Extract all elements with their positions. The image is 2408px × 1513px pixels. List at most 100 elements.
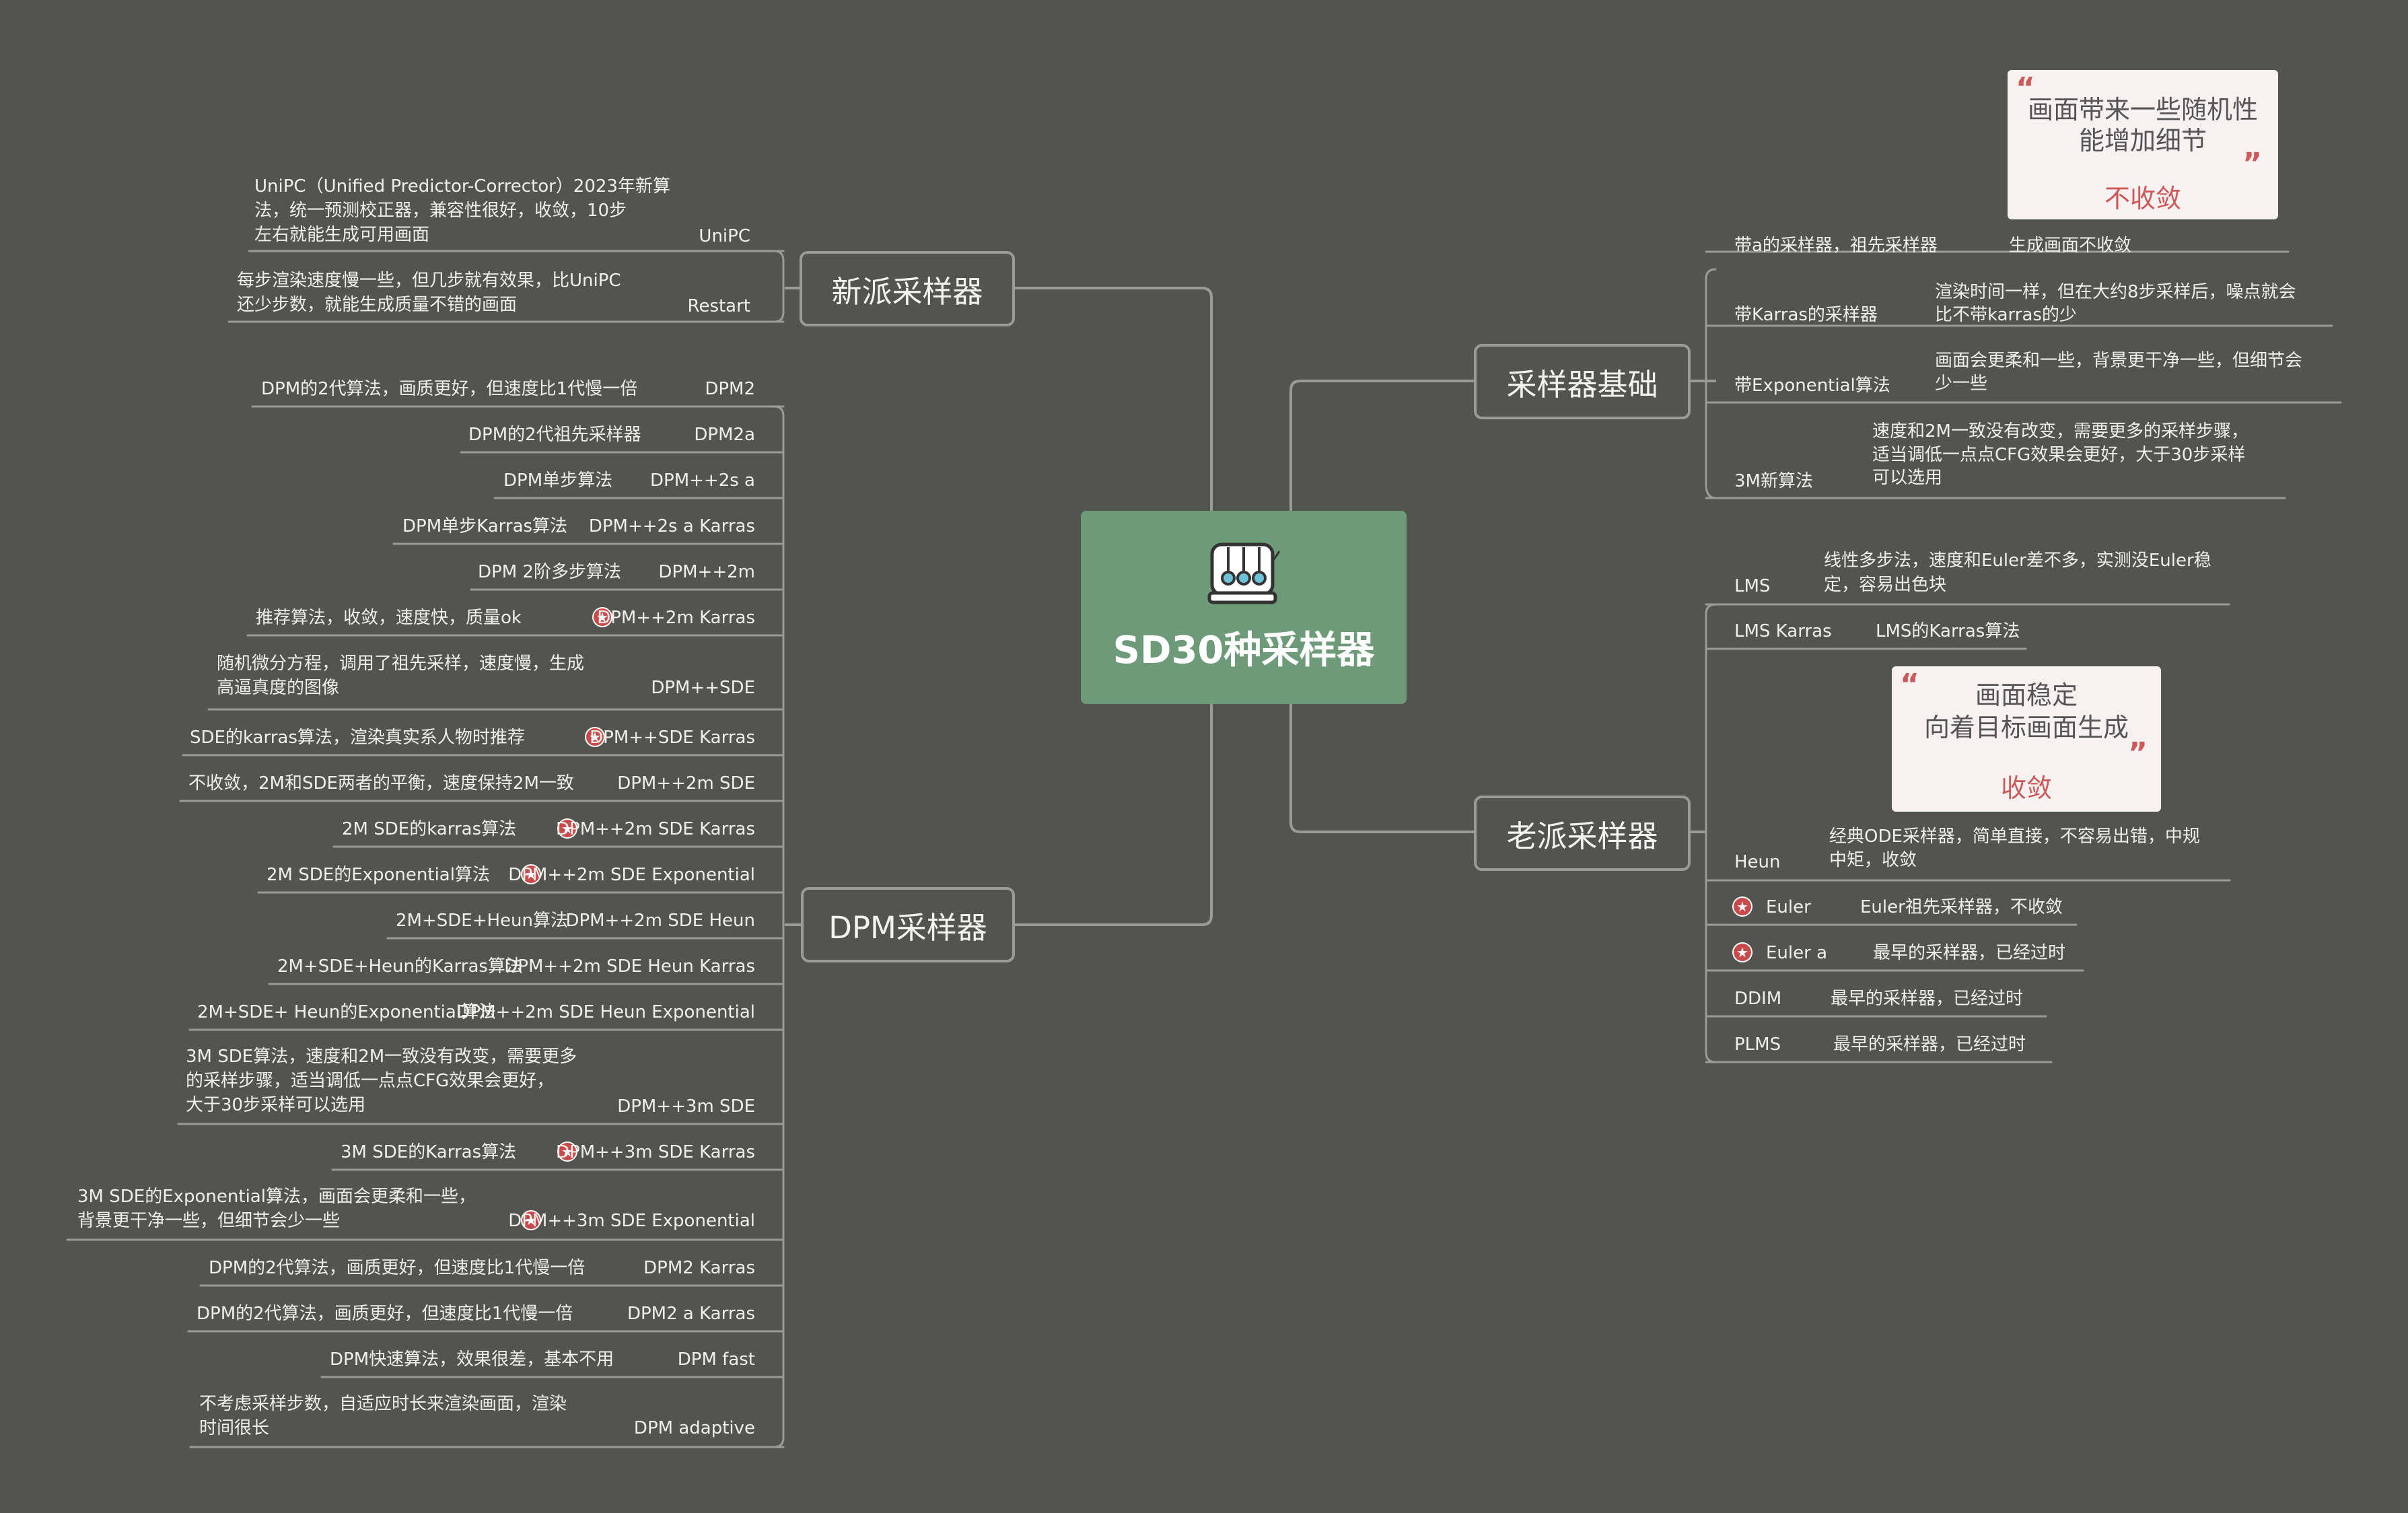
dpm-item-desc: 不收敛，2M和SDE两者的平衡，速度保持2M一致 xyxy=(188,773,574,794)
dpm-item-desc: DPM的2代算法，画质更好，但速度比1代慢一倍 xyxy=(261,379,638,399)
dpm-item-label: DPM++2m xyxy=(658,562,755,582)
branch-dpm[interactable]: DPM采样器 xyxy=(801,887,1015,962)
dpm-item-desc: 大于30步采样可以选用 xyxy=(186,1095,366,1115)
old-item-label: LMS xyxy=(1734,576,1771,596)
basics-item-desc: 可以选用 xyxy=(1872,468,1943,488)
old-item-desc: 最早的采样器，已经过时 xyxy=(1831,989,2024,1009)
dpm-item-label: DPM fast xyxy=(677,1349,755,1370)
dpm-item-desc: 3M SDE算法，速度和2M一致没有改变，需要更多 xyxy=(186,1047,577,1067)
dpm-item-label: DPM2 a Karras xyxy=(627,1304,755,1324)
connector-segment xyxy=(773,405,785,1448)
dpm-item-desc: 2M SDE的karras算法 xyxy=(342,819,517,839)
connector-segment xyxy=(1705,268,1717,499)
quote-open-icon: “ xyxy=(1900,668,1919,702)
dpm-item-label: DPM++3m SDE Karras xyxy=(556,1142,755,1162)
dpm-item-desc: 2M+SDE+ Heun的Exponential算法 xyxy=(197,1002,497,1022)
dpm-item-label: DPM++2s a Karras xyxy=(588,516,755,536)
dpm-item-label: DPM++3m SDE Exponential xyxy=(508,1211,755,1231)
dpm-item-desc: 高逼真度的图像 xyxy=(217,678,340,698)
old-item-label: DDIM xyxy=(1734,989,1782,1009)
old-item-desc: 中矩，收敛 xyxy=(1829,850,1917,870)
star-icon: ★ xyxy=(557,818,577,839)
dpm-item-label: DPM++2s a xyxy=(650,470,755,491)
connector-segment xyxy=(1289,380,1474,511)
basics-item-label: 带Karras的采样器 xyxy=(1734,305,1878,325)
new-item-label: Restart xyxy=(687,296,750,316)
quote-close-icon: ” xyxy=(2128,736,2148,771)
old-item-label: PLMS xyxy=(1734,1034,1781,1055)
dpm-item-desc: 不考虑采样步数，自适应时长来渲染画面，渲染 xyxy=(199,1394,567,1414)
star-icon: ★ xyxy=(521,1210,541,1230)
dpm-item-label: DPM2a xyxy=(694,425,755,445)
dpm-item-label: DPM++2m SDE Heun Karras xyxy=(504,956,755,977)
dpm-item-label: DPM++SDE xyxy=(651,678,755,698)
new-item-desc: 法，统一预测校正器，兼容性很好，收敛，10步 xyxy=(254,201,627,221)
connector-segment xyxy=(1015,287,1213,511)
old-item-label: Euler xyxy=(1766,897,1811,917)
quote-line-1: 画面稳定 xyxy=(1975,680,2078,710)
basics-item-desc: 生成画面不收敛 xyxy=(2009,236,2132,256)
dpm-item-label: DPM++2m SDE Heun xyxy=(565,911,755,931)
old-item-desc: 最早的采样器，已经过时 xyxy=(1873,943,2066,963)
connector-segment xyxy=(1289,704,1474,833)
dpm-item-label: DPM2 xyxy=(705,379,755,399)
dpm-item-desc: DPM的2代祖先采样器 xyxy=(468,425,641,445)
star-icon: ★ xyxy=(1732,942,1752,962)
dpm-item-desc: 3M SDE的Exponential算法，画面会更柔和一些， xyxy=(77,1187,476,1207)
central-title: SD30种采样器 xyxy=(1112,629,1375,672)
dpm-item-desc: DPM单步算法 xyxy=(503,470,613,491)
dpm-item-label: DPM++2m SDE Exponential xyxy=(508,865,755,885)
old-item-desc: 定，容易出色块 xyxy=(1824,575,1947,595)
star-icon: ★ xyxy=(592,607,612,627)
basics-item-desc: 渲染时间一样，但在大约8步采样后，噪点就会 xyxy=(1935,282,2296,302)
connector-segment xyxy=(1015,704,1213,926)
dpm-item-desc: 2M SDE的Exponential算法 xyxy=(267,865,490,885)
old-item-label: Euler a xyxy=(1766,943,1828,963)
star-icon: ★ xyxy=(1732,896,1752,917)
dpm-item-label: DPM2 Karras xyxy=(643,1258,755,1278)
central-topic[interactable]: SD30种采样器 xyxy=(1081,511,1407,704)
new-item-desc: UniPC（Unified Predictor-Corrector）2023年新… xyxy=(254,176,670,197)
star-icon: ★ xyxy=(585,727,605,747)
quote-line-1: 画面带来一些随机性 xyxy=(2027,95,2258,125)
dpm-item-label: DPM++2m SDE xyxy=(617,773,755,794)
dpm-item-label: DPM++3m SDE xyxy=(617,1096,755,1117)
dpm-item-desc: 2M+SDE+Heun的Karras算法 xyxy=(277,956,523,977)
quote-line-2: 向着目标画面生成 xyxy=(1923,713,2129,742)
basics-item-desc: 速度和2M一致没有改变，需要更多的采样步骤， xyxy=(1872,421,2248,442)
basics-item-desc: 适当调低一点点CFG效果会更好，大于30步采样 xyxy=(1872,445,2246,465)
branch-basics[interactable]: 采样器基础 xyxy=(1474,344,1691,419)
old-item-desc: 最早的采样器，已经过时 xyxy=(1833,1034,2026,1055)
quote-card-basics: “ 画面带来一些随机性 能增加细节 ” 不收敛 xyxy=(2008,70,2278,219)
quote-open-icon: “ xyxy=(2016,71,2035,106)
old-item-desc: Euler祖先采样器，不收敛 xyxy=(1860,897,2063,917)
dpm-item-desc: 背景更干净一些，但细节会少一些 xyxy=(77,1211,341,1231)
quote-card-old: “ 画面稳定 向着目标画面生成 ” 收敛 xyxy=(1892,666,2161,812)
dpm-item-desc: 的采样步骤，适当调低一点点CFG效果会更好， xyxy=(186,1071,555,1091)
dpm-item-label: DPM++2m SDE Heun Exponential xyxy=(456,1002,755,1022)
dpm-item-label: DPM adaptive xyxy=(633,1418,755,1438)
dpm-item-desc: 3M SDE的Karras算法 xyxy=(341,1142,517,1162)
dpm-item-desc: 时间很长 xyxy=(199,1418,270,1438)
dpm-item-desc: DPM单步Karras算法 xyxy=(402,516,568,536)
basics-item-desc: 画面会更柔和一些，背景更干净一些，但细节会 xyxy=(1935,351,2303,371)
new-item-desc: 还少步数，就能生成质量不错的画面 xyxy=(237,295,518,315)
newtons-cradle-icon xyxy=(1207,542,1281,604)
dpm-item-desc: DPM 2阶多步算法 xyxy=(478,562,621,582)
basics-item-desc: 少一些 xyxy=(1935,374,1988,394)
dpm-item-desc: DPM的2代算法，画质更好，但速度比1代慢一倍 xyxy=(209,1258,586,1278)
new-item-label: UniPC xyxy=(699,226,750,246)
dpm-item-desc: DPM的2代算法，画质更好，但速度比1代慢一倍 xyxy=(197,1304,573,1324)
branch-old[interactable]: 老派采样器 xyxy=(1474,796,1691,871)
old-item-desc: 线性多步法，速度和Euler差不多，实测没Euler稳 xyxy=(1824,551,2211,571)
old-item-desc: 经典ODE采样器，简单直接，不容易出错，中规 xyxy=(1829,826,2200,847)
branch-new[interactable]: 新派采样器 xyxy=(800,251,1015,326)
quote-tag: 不收敛 xyxy=(2104,184,2181,213)
dpm-item-desc: 随机微分方程，调用了祖先采样，速度慢，生成 xyxy=(217,654,585,674)
dpm-item-desc: 推荐算法，收敛，速度快，质量ok xyxy=(256,608,522,628)
quote-line-2: 能增加细节 xyxy=(2078,126,2207,155)
old-item-label: LMS Karras xyxy=(1734,621,1832,641)
old-item-label: Heun xyxy=(1734,852,1781,872)
new-item-desc: 每步渲染速度慢一些，但几步就有效果，比UniPC xyxy=(237,271,621,291)
